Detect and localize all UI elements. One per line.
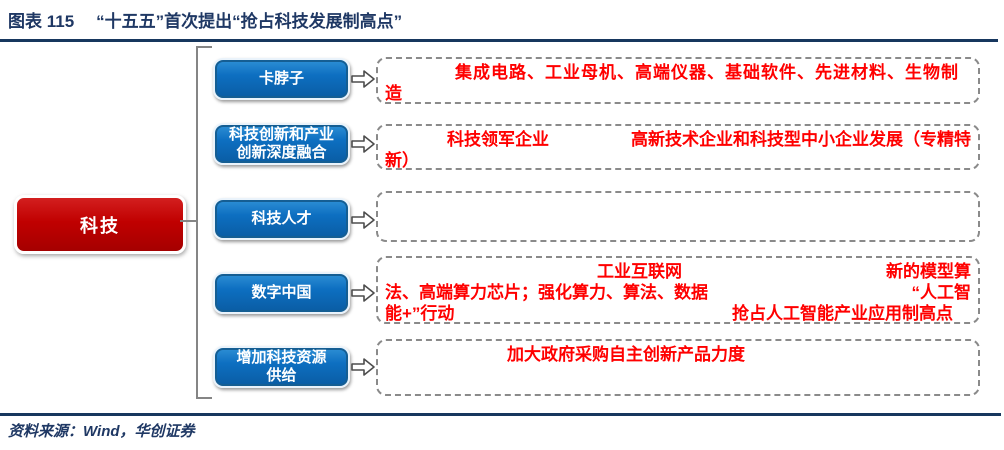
text-segment: 工业互联网	[597, 262, 682, 281]
branch-node-innovation-fusion: 科技创新和产业 创新深度融合	[213, 123, 350, 165]
panel-line: 科技领军企业 高新技术企业和科技型中小企业发展（专精特	[385, 129, 971, 150]
source-note: 资料来源：Wind，华创证券	[8, 423, 195, 440]
text-segment: 集成电路、工业母机、高端仪器、基础软件、先进材料、生物制	[455, 63, 959, 82]
figure-title-text: “十五五”首次提出“抢占科技发展制高点”	[96, 12, 403, 31]
text-segment: 法、高端算力芯片；强化算力、算法、数据	[385, 283, 708, 302]
footer-divider-rule	[0, 413, 1001, 416]
root-node-label: 科技	[80, 215, 120, 236]
branch-node-bottleneck: 卡脖子	[213, 58, 350, 100]
bracket-foot-bottom	[197, 397, 212, 399]
panel-line: 工业互联网 新的模型算	[385, 261, 971, 282]
root-connector-line	[180, 220, 197, 222]
figure-number-label: 图表 115	[8, 12, 75, 31]
branch-node-digital-china: 数字中国	[213, 272, 350, 314]
text-segment: “人工智	[911, 283, 972, 302]
branch-node-talent: 科技人才	[213, 198, 350, 240]
branch-label: 科技人才	[251, 210, 312, 227]
detail-panel-digital-china: 工业互联网 新的模型算 法、高端算力芯片；强化算力、算法、数据 “人工智 能+”…	[376, 256, 980, 324]
right-arrow-icon	[351, 284, 375, 302]
figure-title: 图表 115 “十五五”首次提出“抢占科技发展制高点”	[8, 7, 402, 32]
detail-panel-talent	[376, 191, 980, 242]
panel-line: 加大政府采购自主创新产品力度	[385, 344, 971, 365]
right-arrow-icon	[351, 358, 375, 376]
right-arrow-icon	[351, 135, 375, 153]
branch-label: 创新深度融合	[236, 144, 327, 161]
header-divider-rule	[0, 39, 998, 42]
text-segment: 新）	[385, 151, 419, 170]
text-segment: 科技领军企业	[447, 130, 549, 149]
bracket-vertical-line	[196, 46, 198, 399]
branch-label: 科技创新和产业	[228, 126, 334, 143]
text-segment: 加大政府采购自主创新产品力度	[507, 345, 745, 364]
text-segment: 抢占人工智能产业应用制高点	[732, 304, 953, 323]
detail-panel-resource-supply: 加大政府采购自主创新产品力度	[376, 339, 980, 396]
branch-label: 数字中国	[251, 284, 312, 301]
panel-line: 集成电路、工业母机、高端仪器、基础软件、先进材料、生物制	[385, 62, 971, 83]
panel-line: 能+”行动 抢占人工智能产业应用制高点	[385, 303, 971, 324]
root-node-technology: 科技	[14, 195, 186, 254]
bracket-foot-top	[197, 46, 212, 48]
panel-line: 新）	[385, 150, 971, 171]
detail-panel-bottleneck: 集成电路、工业母机、高端仪器、基础软件、先进材料、生物制 造	[376, 57, 980, 104]
branch-label: 供给	[266, 367, 297, 384]
text-segment: 能+”行动	[385, 304, 455, 323]
branch-label: 增加科技资源	[236, 349, 327, 366]
text-segment: 高新技术企业和科技型中小企业发展（专精特	[631, 130, 971, 149]
right-arrow-icon	[351, 211, 375, 229]
detail-panel-innovation-fusion: 科技领军企业 高新技术企业和科技型中小企业发展（专精特 新）	[376, 124, 980, 170]
panel-line: 造	[385, 83, 971, 104]
right-arrow-icon	[351, 70, 375, 88]
branch-label: 卡脖子	[258, 70, 304, 87]
panel-line: 法、高端算力芯片；强化算力、算法、数据 “人工智	[385, 282, 971, 303]
text-segment: 新的模型算	[886, 262, 971, 281]
text-segment: 造	[385, 84, 402, 103]
branch-node-resource-supply: 增加科技资源 供给	[213, 346, 350, 388]
